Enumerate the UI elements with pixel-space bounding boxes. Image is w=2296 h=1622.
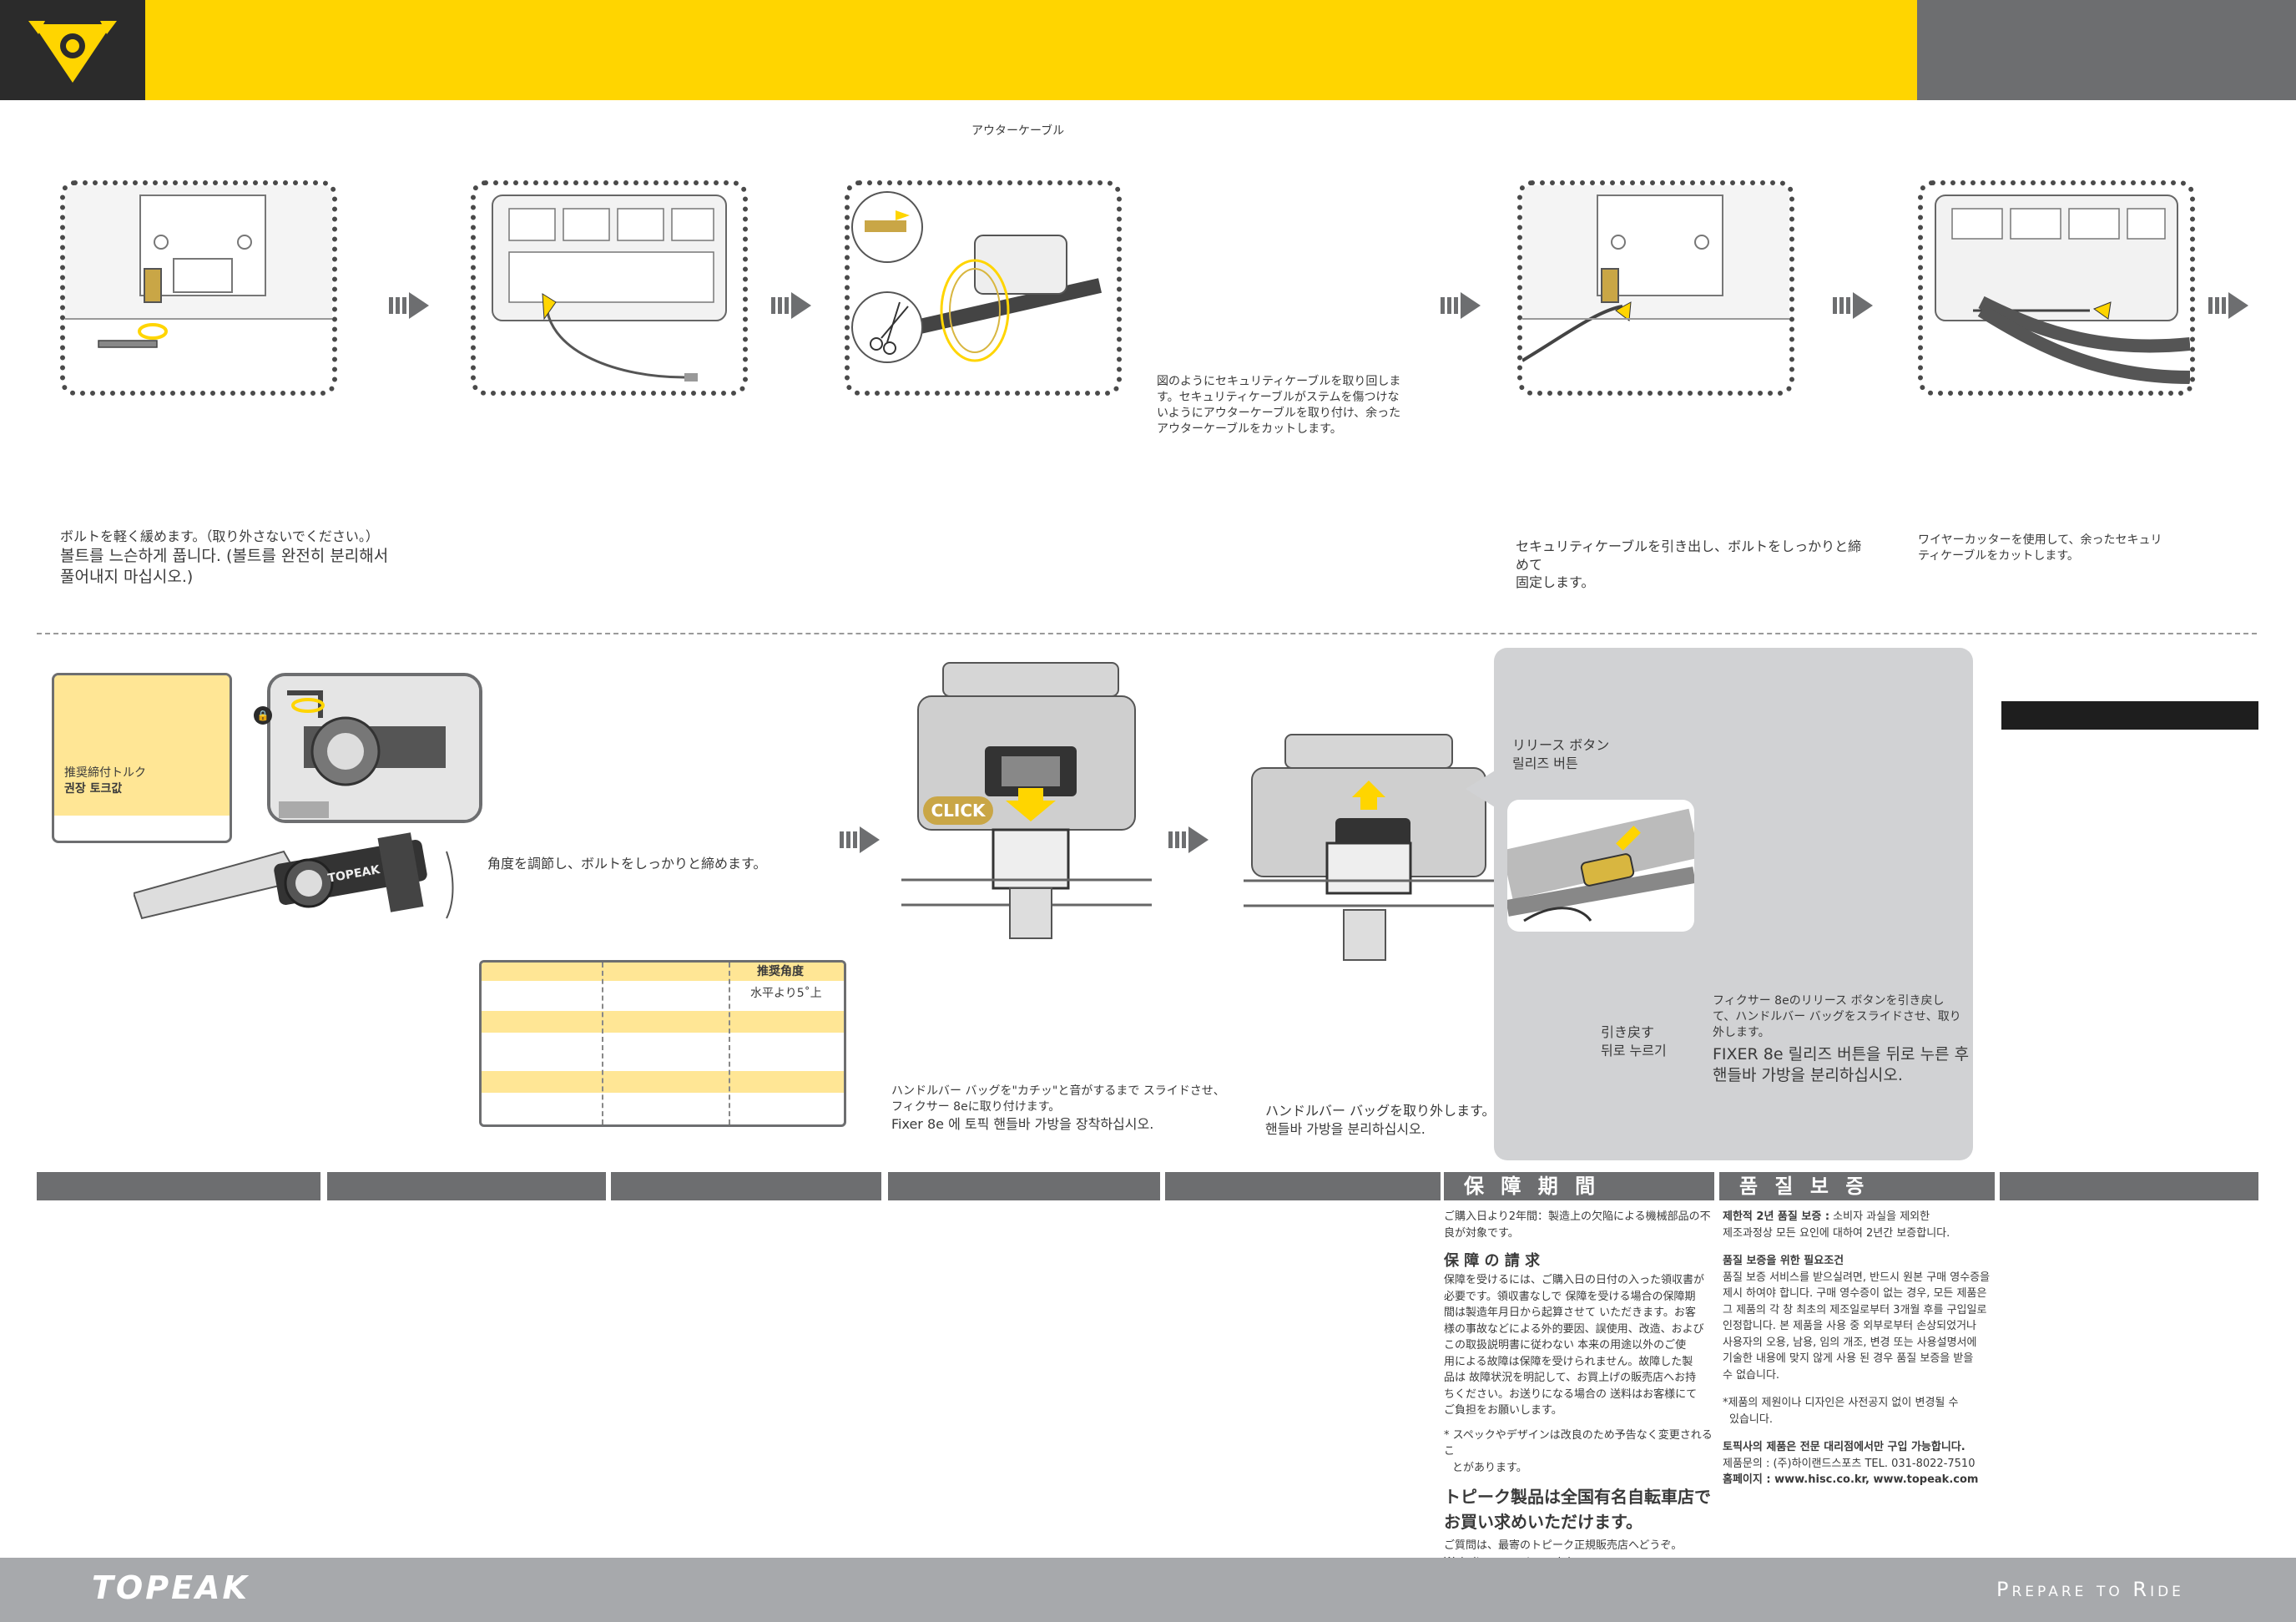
- section-header-bar: [2000, 1172, 2258, 1200]
- step-arrow-icon: [1441, 292, 1481, 319]
- release-button-label: リリース ボタン 릴리즈 버튼: [1512, 737, 1610, 771]
- language-tab-bar: [2001, 701, 2258, 730]
- step-arrow-icon: [771, 292, 811, 319]
- step-loosen-bolt-illustration: [60, 180, 337, 396]
- warranty-kr-header: 품 질 보 증: [1719, 1172, 1995, 1200]
- warranty-kr-text: 제한적 2년 품질 보증 : 소비자 과실을 제외한 제조과정상 모든 요인에 …: [1723, 1210, 1991, 1486]
- topeak-logo-icon: [28, 21, 117, 83]
- header-gray-band: [1917, 0, 2296, 100]
- header-logo-block: [0, 0, 145, 100]
- section-header-bar: [37, 1172, 320, 1200]
- section-divider: [37, 633, 2257, 634]
- footer-brand-logo: TOPEAK: [92, 1569, 250, 1606]
- stem-illustration: TOPEAK: [134, 832, 454, 920]
- step-cut-cable-illustration: [1918, 180, 2195, 396]
- section-header-bar: [888, 1172, 1160, 1200]
- step-arrow-icon: [1833, 292, 1873, 319]
- section-header-bar: [327, 1172, 606, 1200]
- bag-remove-illustration: [1244, 734, 1494, 961]
- step-pull-cable-illustration: [1517, 180, 1794, 396]
- click-badge: CLICK: [923, 796, 993, 825]
- step-arrow-icon: [2208, 292, 2248, 319]
- adjust-angle-text: 角度を調節し、ボルトをしっかりと締めます。: [487, 856, 767, 872]
- header-yellow-band: [145, 0, 1917, 100]
- release-instructions-text: フィクサー 8eのリリース ボタンを引き戻し て、ハンドルバー バッグをスライド…: [1713, 994, 1970, 1085]
- loosen-bolt-text: ボルトを軽く緩めます。（取り外さないでください。） 볼트를 느슨하게 풉니다. …: [60, 528, 389, 587]
- pull-back-label: 引き戻す 뒤로 누르기: [1601, 1024, 1667, 1059]
- lock-icon: 🔒: [254, 706, 272, 725]
- step-arrow-icon: [389, 292, 429, 319]
- angle-table: 推奨角度 水平より5˚上: [479, 960, 846, 1127]
- attach-bag-text: ハンドルバー バッグを"カチッ"と音がするまで スライドさせ、 フィクサー 8e…: [891, 1084, 1225, 1132]
- callout-pointer: [1466, 768, 1499, 810]
- outer-cable-label: アウターケーブル: [971, 124, 1065, 138]
- step-arrow-icon: [1168, 826, 1209, 853]
- route-cable-text: 図のようにセキュリティケーブルを取り回しま す。セキュリティケーブルがステムを傷…: [1157, 375, 1401, 436]
- step-arrow-icon: [840, 826, 880, 853]
- angle-table-value: 水平より5˚上: [750, 987, 822, 1000]
- step-outer-cable-illustration: [845, 180, 1122, 396]
- stem-closeup-illustration: [267, 673, 482, 823]
- step-cable-frame-illustration: [471, 180, 748, 396]
- release-button-closeup: [1507, 800, 1694, 932]
- angle-table-header: 推奨角度: [757, 965, 804, 978]
- footer-tagline: Prepare to Ride: [1996, 1578, 2184, 1601]
- section-header-bar: [1165, 1172, 1441, 1200]
- warranty-jp-header: 保 障 期 間: [1444, 1172, 1714, 1200]
- torque-box: 推奨締付トルク 권장 토크값: [52, 673, 232, 843]
- cut-cable-text: ワイヤーカッターを使用して、余ったセキュリ ティケーブルをカットします。: [1918, 533, 2162, 563]
- section-header-bar: [611, 1172, 881, 1200]
- remove-bag-text: ハンドルバー バッグを取り外します。 핸들바 가방을 분리하십시오.: [1265, 1103, 1496, 1137]
- footer-band: [0, 1558, 2296, 1622]
- pull-cable-text: セキュリティケーブルを引き出し、ボルトをしっかりと締めて 固定します。: [1516, 538, 1862, 591]
- warranty-jp-text: ご購入日より2年間：製造上の欠陥による機械部品の不 良が対象です。 保 障 の …: [1444, 1210, 1713, 1569]
